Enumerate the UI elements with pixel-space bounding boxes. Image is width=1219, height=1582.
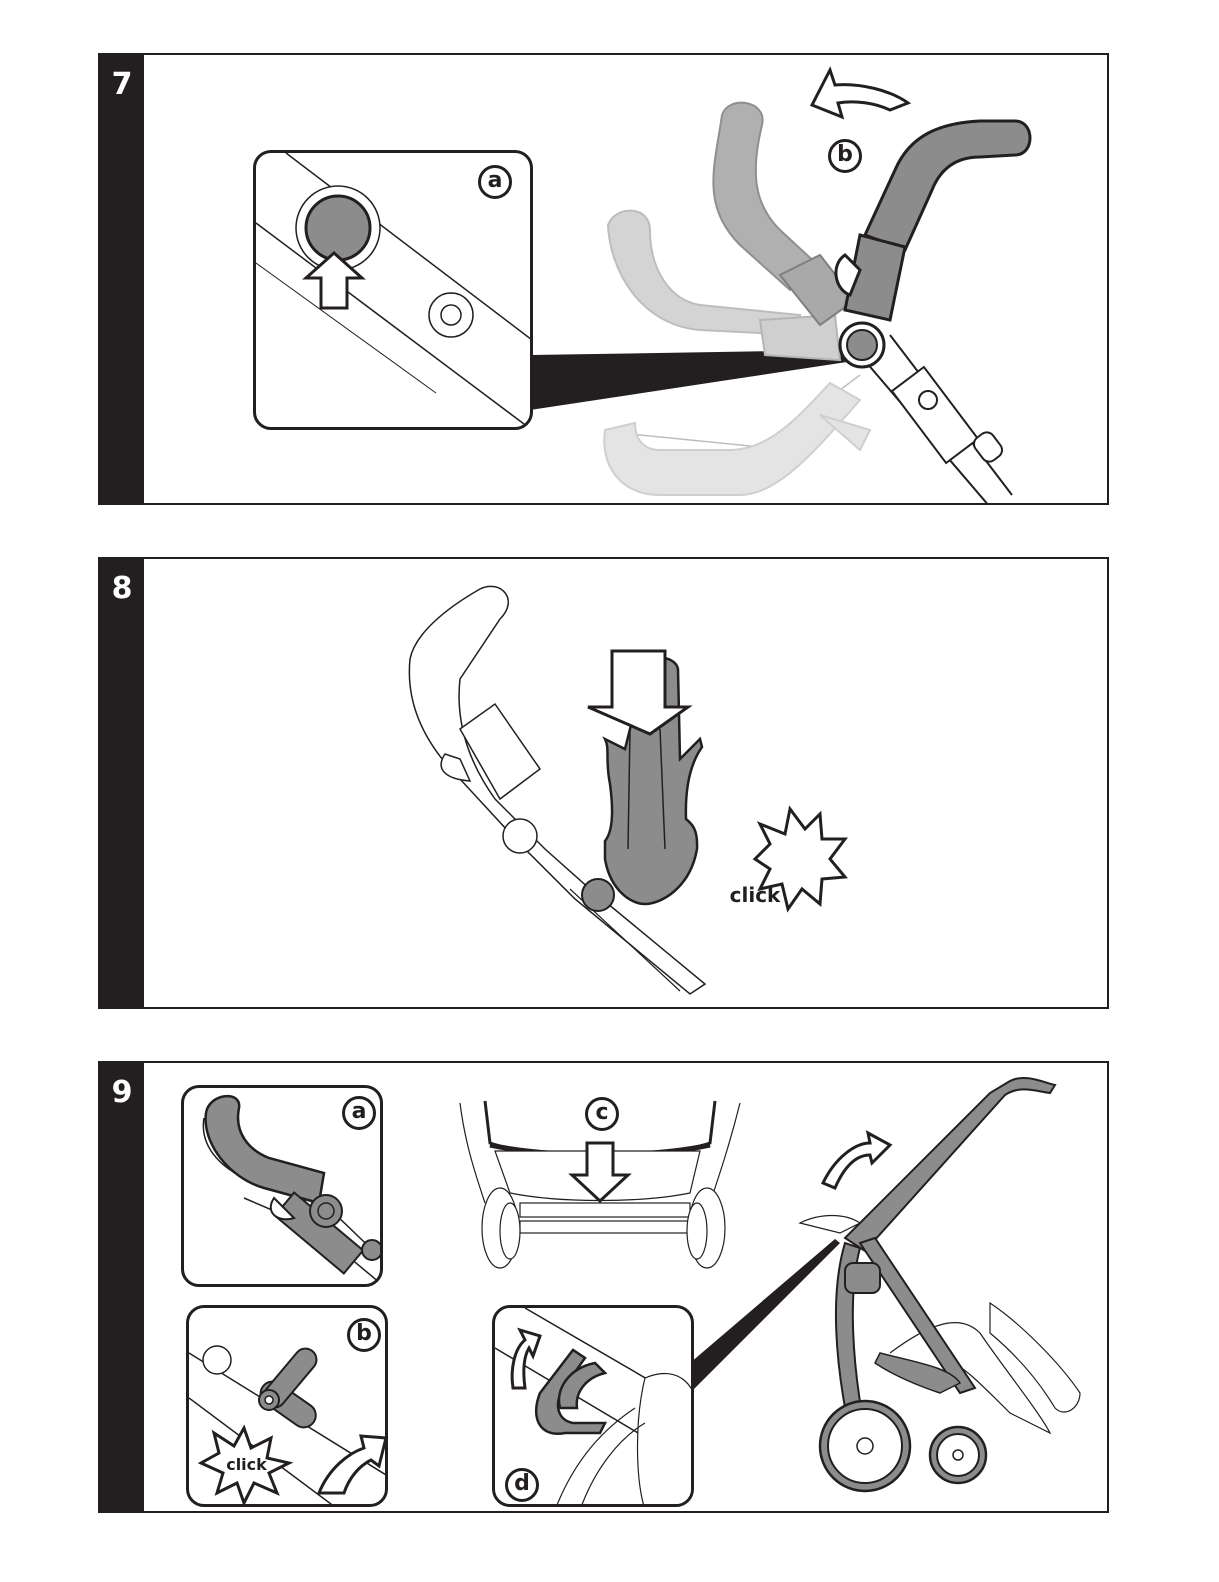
step-9-side-view-stroller [800,1078,1080,1491]
step-9-label-c: c [585,1097,619,1131]
step-7-inset-a: a [253,150,533,430]
ghost-handle-low [604,375,870,495]
rotate-arrow-icon [512,1330,540,1388]
step-9-inset-d: d [492,1305,694,1507]
step-7-panel: 7 b [98,53,1109,505]
rotate-arrow-icon [812,70,908,117]
step-8-illustration [100,559,1109,1009]
step-9-panel: 9 a b click [98,1061,1109,1513]
step-8-click-text: click [725,883,785,907]
step-7-label-b: b [828,139,862,173]
step-8-panel: 8 click [98,557,1109,1009]
step-9-inset-d-label: d [505,1468,539,1502]
step-7-label-a: a [478,165,512,199]
ghost-handle-high [713,103,855,325]
step-7-active-handle [836,121,1030,367]
rotate-arrow-icon [823,1133,890,1188]
step-7-illustration [100,55,1109,505]
